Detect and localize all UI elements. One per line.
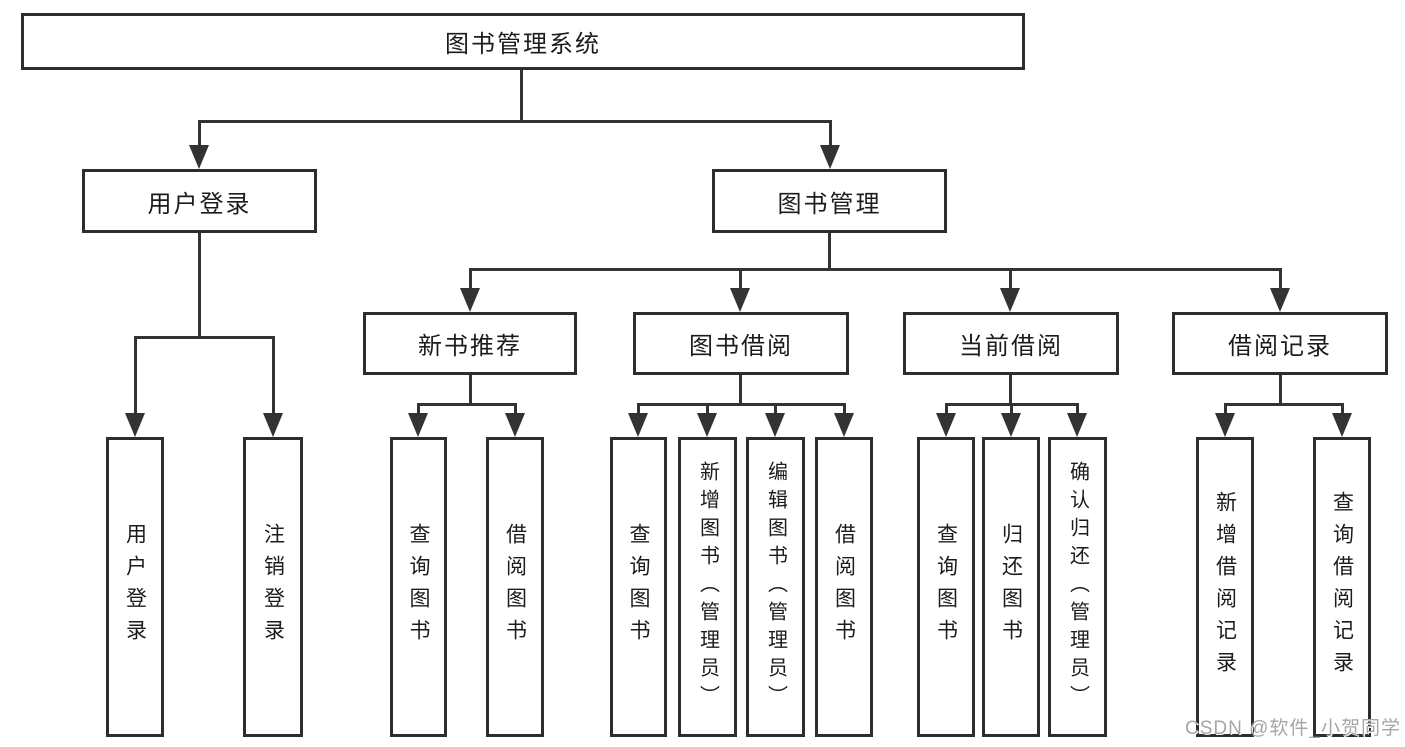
node-borrow-record-label: 借阅记录 [1228, 333, 1332, 360]
arrow-down-icon [505, 413, 525, 437]
leaf-borrow-add-book-admin: 新增图书（管理员） [678, 437, 737, 737]
connector-v-line [198, 120, 201, 147]
arrow-down-icon [1215, 413, 1235, 437]
connector-v-line [739, 375, 742, 403]
arrow-down-icon [936, 413, 956, 437]
arrow-down-icon [1270, 288, 1290, 312]
leaf-current-confirm-return-admin: 确认归还（管理员） [1048, 437, 1107, 737]
connector-v-line [637, 403, 640, 415]
node-book-management-label: 图书管理 [777, 190, 882, 218]
connector-v-line [1009, 268, 1012, 290]
arrow-down-icon [820, 145, 840, 169]
node-new-book-recommend-label: 新书推荐 [418, 333, 522, 360]
leaf-recommend-query-book-label: 查询图书 [407, 523, 430, 651]
leaf-borrow-add-book-admin-label: 新增图书（管理员） [696, 461, 719, 713]
leaf-borrow-query-book: 查询图书 [610, 437, 667, 737]
connector-v-line [1076, 403, 1079, 415]
connector-v-line [134, 336, 137, 415]
leaf-record-query-borrow-record: 查询借阅记录 [1313, 437, 1371, 737]
leaf-current-query-book-label: 查询图书 [934, 523, 958, 651]
connector-h-line [198, 120, 831, 123]
connector-h-line [1224, 403, 1344, 406]
arrow-down-icon [189, 145, 209, 169]
csdn-watermark: CSDN @软件_小贺同学 [1185, 718, 1401, 739]
connector-v-line [829, 120, 832, 147]
leaf-user-login: 用户登录 [106, 437, 164, 737]
connector-v-line [272, 336, 275, 415]
node-borrow-record: 借阅记录 [1172, 312, 1388, 375]
arrow-down-icon [765, 413, 785, 437]
connector-v-line [774, 403, 777, 415]
arrow-down-icon [730, 288, 750, 312]
connector-h-line [469, 268, 1282, 271]
leaf-current-query-book: 查询图书 [917, 437, 975, 737]
leaf-borrow-borrow-book-label: 借阅图书 [832, 523, 856, 651]
arrow-down-icon [408, 413, 428, 437]
connector-v-line [828, 233, 831, 268]
leaf-record-add-borrow-record: 新增借阅记录 [1196, 437, 1254, 737]
leaf-record-add-borrow-record-label: 新增借阅记录 [1213, 491, 1237, 683]
connector-v-line [1279, 268, 1282, 290]
leaf-borrow-borrow-book: 借阅图书 [815, 437, 873, 737]
connector-v-line [1010, 403, 1013, 415]
node-user-login: 用户登录 [82, 169, 317, 233]
node-current-borrow: 当前借阅 [903, 312, 1119, 375]
connector-v-line [514, 403, 517, 415]
connector-v-line [1224, 403, 1227, 415]
connector-v-line [520, 70, 523, 120]
leaf-logout: 注销登录 [243, 437, 303, 737]
connector-v-line [198, 233, 201, 336]
node-book-borrow: 图书借阅 [633, 312, 849, 375]
leaf-borrow-edit-book-admin-label: 编辑图书（管理员） [764, 461, 787, 713]
connector-v-line [843, 403, 846, 415]
arrow-down-icon [263, 413, 283, 437]
connector-v-line [469, 268, 472, 290]
leaf-recommend-query-book: 查询图书 [390, 437, 447, 737]
arrow-down-icon [460, 288, 480, 312]
leaf-recommend-borrow-book-label: 借阅图书 [503, 523, 527, 651]
leaf-current-confirm-return-admin-label: 确认归还（管理员） [1066, 461, 1089, 713]
leaf-record-query-borrow-record-label: 查询借阅记录 [1330, 491, 1354, 683]
arrow-down-icon [1332, 413, 1352, 437]
node-book-borrow-label: 图书借阅 [689, 333, 793, 360]
leaf-current-return-book: 归还图书 [982, 437, 1040, 737]
arrow-down-icon [125, 413, 145, 437]
arrow-down-icon [628, 413, 648, 437]
arrow-down-icon [697, 413, 717, 437]
connector-v-line [1279, 375, 1282, 403]
leaf-logout-label: 注销登录 [261, 523, 285, 651]
connector-v-line [1341, 403, 1344, 415]
node-book-management: 图书管理 [712, 169, 947, 233]
arrow-down-icon [1067, 413, 1087, 437]
arrow-down-icon [1001, 413, 1021, 437]
connector-v-line [739, 268, 742, 290]
leaf-borrow-query-book-label: 查询图书 [627, 523, 650, 651]
connector-v-line [706, 403, 709, 415]
leaf-recommend-borrow-book: 借阅图书 [486, 437, 544, 737]
node-root: 图书管理系统 [21, 13, 1025, 70]
node-user-login-label: 用户登录 [147, 190, 252, 218]
connector-v-line [1009, 375, 1012, 403]
connector-h-line [637, 403, 846, 406]
node-current-borrow-label: 当前借阅 [959, 333, 1063, 360]
connector-v-line [945, 403, 948, 415]
leaf-current-return-book-label: 归还图书 [999, 523, 1023, 651]
connector-h-line [417, 403, 517, 406]
connector-v-line [417, 403, 420, 415]
leaf-borrow-edit-book-admin: 编辑图书（管理员） [746, 437, 805, 737]
node-new-book-recommend: 新书推荐 [363, 312, 577, 375]
arrow-down-icon [834, 413, 854, 437]
arrow-down-icon [1000, 288, 1020, 312]
leaf-user-login-label: 用户登录 [123, 523, 147, 651]
node-root-label: 图书管理系统 [445, 31, 601, 58]
connector-h-line [134, 336, 275, 339]
connector-v-line [469, 375, 472, 403]
